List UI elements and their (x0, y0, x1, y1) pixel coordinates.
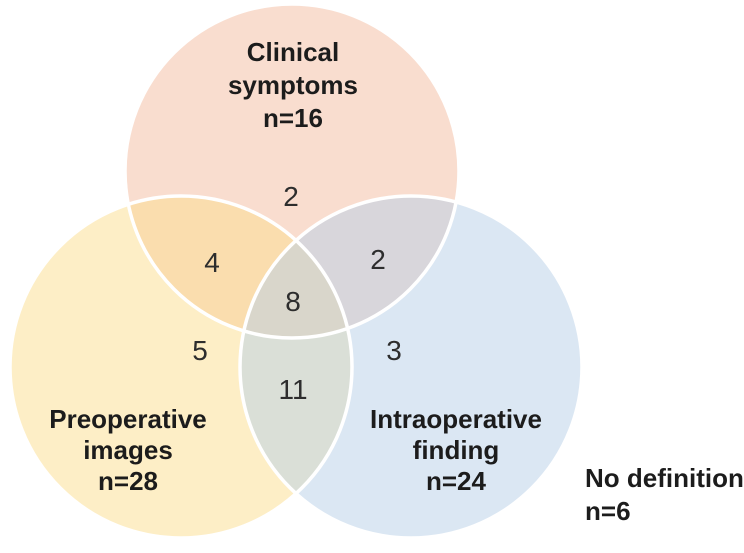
intraoperative-finding-label: Intraoperative finding n=24 (370, 404, 542, 497)
clinical-symptoms-label: Clinical symptoms n=16 (228, 36, 358, 135)
no-definition-note-count: n=6 (585, 496, 631, 526)
preoperative-images-label-line2: images (83, 435, 173, 465)
region-count-preoperative-only: 5 (192, 335, 208, 366)
region-count-preoperative-intraoperative: 11 (278, 374, 308, 405)
clinical-symptoms-label-count: n=16 (262, 103, 323, 133)
region-count-clinical-intraoperative: 2 (370, 244, 386, 275)
intraoperative-finding-label-count: n=24 (425, 466, 486, 496)
intraoperative-finding-circle-outline (238, 194, 584, 540)
region-count-clinical-only: 2 (283, 181, 299, 212)
clinical-symptoms-label-line2: symptoms (227, 70, 359, 100)
preoperative-images-label-count: n=28 (98, 466, 158, 496)
region-count-clinical-preoperative: 4 (204, 247, 220, 278)
preoperative-images-label: Preoperative images n=28 (49, 404, 207, 497)
intraoperative-finding-circle (240, 196, 582, 538)
intraoperative-finding-label-line1: Intraoperative (370, 404, 542, 434)
clinical-symptoms-circle-outline (123, 2, 461, 340)
no-definition-note-line1: No definition (585, 463, 744, 493)
preoperative-images-circle-outline (8, 194, 354, 540)
no-definition-note: No definition n=6 (585, 462, 744, 528)
region-count-intraoperative-only: 3 (386, 335, 402, 366)
region-count-all-three: 8 (285, 286, 301, 317)
clinical-symptoms-label-line1: Clinical (246, 37, 340, 67)
intraoperative-finding-label-line2: finding (412, 435, 500, 465)
preoperative-images-label-line1: Preoperative (49, 404, 207, 434)
